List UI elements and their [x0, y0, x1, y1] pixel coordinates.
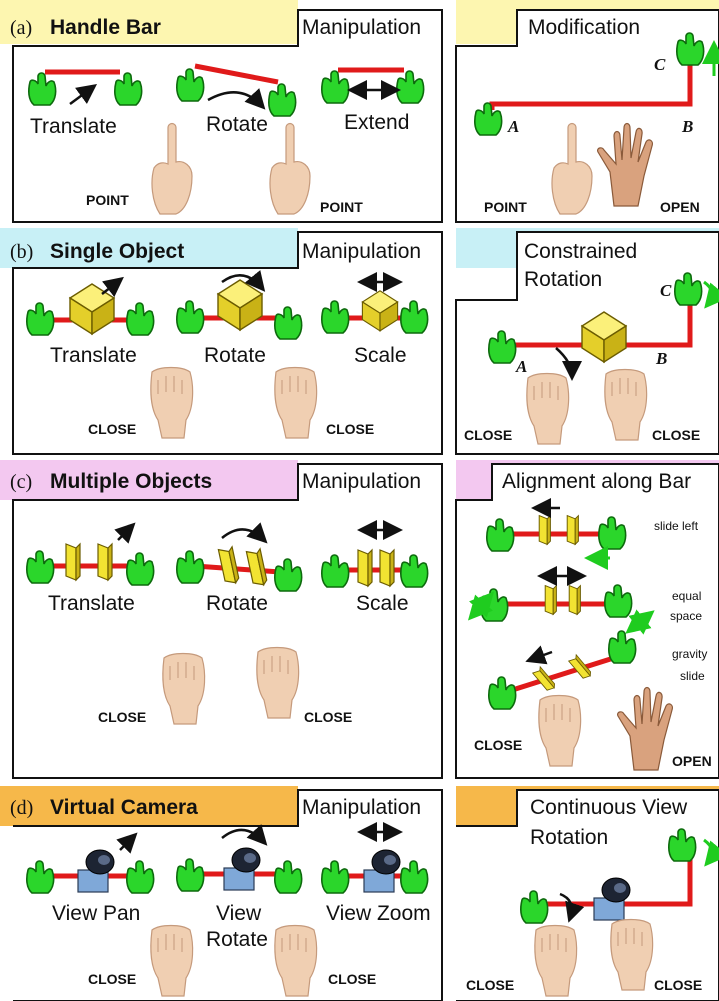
point-c-label: C — [654, 55, 666, 74]
note-slide-left: slide left — [654, 519, 699, 533]
section-b: (b) Single Object Manipulation Constrain… — [0, 228, 719, 454]
gesture-close: CLOSE — [328, 971, 376, 987]
section-b-title: Single Object — [50, 240, 184, 263]
section-a: (a) Handle Bar Manipulation Modification… — [0, 0, 719, 222]
gesture-point: POINT — [320, 199, 363, 215]
gesture-close: CLOSE — [304, 709, 352, 725]
section-c-left-panel — [13, 464, 442, 778]
slab-icon — [545, 586, 556, 615]
gesture-close: CLOSE — [88, 421, 136, 437]
section-a-letter: (a) — [10, 17, 32, 39]
point-a-label: A — [507, 117, 519, 136]
point-c-label: C — [660, 281, 672, 300]
gesture-open: OPEN — [660, 199, 700, 215]
section-c-title: Multiple Objects — [50, 470, 212, 493]
gesture-close: CLOSE — [88, 971, 136, 987]
section-a-left-header: Manipulation — [302, 16, 421, 39]
section-b-left-header: Manipulation — [302, 240, 421, 263]
point-b-label: B — [681, 117, 693, 136]
label-view: View — [216, 902, 262, 925]
section-c-letter: (c) — [10, 471, 32, 493]
slab-icon — [539, 516, 550, 545]
note-equal: equal — [672, 589, 701, 603]
gesture-open: OPEN — [672, 753, 712, 769]
slab-icon — [98, 544, 112, 580]
section-d-right-header-line1: Continuous View — [530, 796, 688, 819]
label-scale: Scale — [354, 344, 407, 367]
section-c-right-header: Alignment along Bar — [502, 470, 691, 493]
gesture-close: CLOSE — [326, 421, 374, 437]
label-extend: Extend — [344, 111, 409, 134]
label-rotate: Rotate — [206, 928, 268, 951]
label-view-pan: View Pan — [52, 902, 140, 925]
note-space: space — [670, 609, 702, 623]
section-d-left-header: Manipulation — [302, 796, 421, 819]
section-b-right-header-line1: Constrained — [524, 240, 637, 263]
label-translate: Translate — [50, 344, 137, 367]
label-rotate: Rotate — [204, 344, 266, 367]
section-d-title: Virtual Camera — [50, 796, 198, 819]
label-translate: Translate — [48, 592, 135, 615]
section-b-right-header-line2: Rotation — [524, 268, 602, 291]
gesture-close: CLOSE — [464, 427, 512, 443]
gesture-close: CLOSE — [654, 977, 702, 993]
gesture-close: CLOSE — [652, 427, 700, 443]
note-slide: slide — [680, 669, 705, 683]
label-view-zoom: View Zoom — [326, 902, 431, 925]
section-b-letter: (b) — [10, 241, 33, 263]
note-gravity: gravity — [672, 647, 707, 661]
slab-icon — [66, 544, 80, 580]
section-a-right-header: Modification — [528, 16, 640, 39]
slab-icon — [567, 516, 578, 545]
section-c-left-header: Manipulation — [302, 470, 421, 493]
section-a-title: Handle Bar — [50, 16, 161, 39]
section-d: (d) Virtual Camera Manipulation Continuo… — [0, 786, 719, 1001]
section-d-letter: (d) — [10, 797, 33, 819]
gesture-close: CLOSE — [98, 709, 146, 725]
point-b-label: B — [655, 349, 667, 368]
slab-icon — [380, 550, 394, 586]
gesture-close: CLOSE — [466, 977, 514, 993]
label-translate: Translate — [30, 115, 117, 138]
label-rotate: Rotate — [206, 592, 268, 615]
gesture-point: POINT — [86, 192, 129, 208]
gesture-point: POINT — [484, 199, 527, 215]
slab-icon — [358, 550, 372, 586]
point-a-label: A — [515, 357, 527, 376]
slab-icon — [569, 586, 580, 615]
section-c: (c) Multiple Objects Manipulation Alignm… — [0, 460, 719, 778]
section-d-right-header-line2: Rotation — [530, 826, 608, 849]
label-scale: Scale — [356, 592, 409, 615]
gesture-close: CLOSE — [474, 737, 522, 753]
label-rotate: Rotate — [206, 113, 268, 136]
